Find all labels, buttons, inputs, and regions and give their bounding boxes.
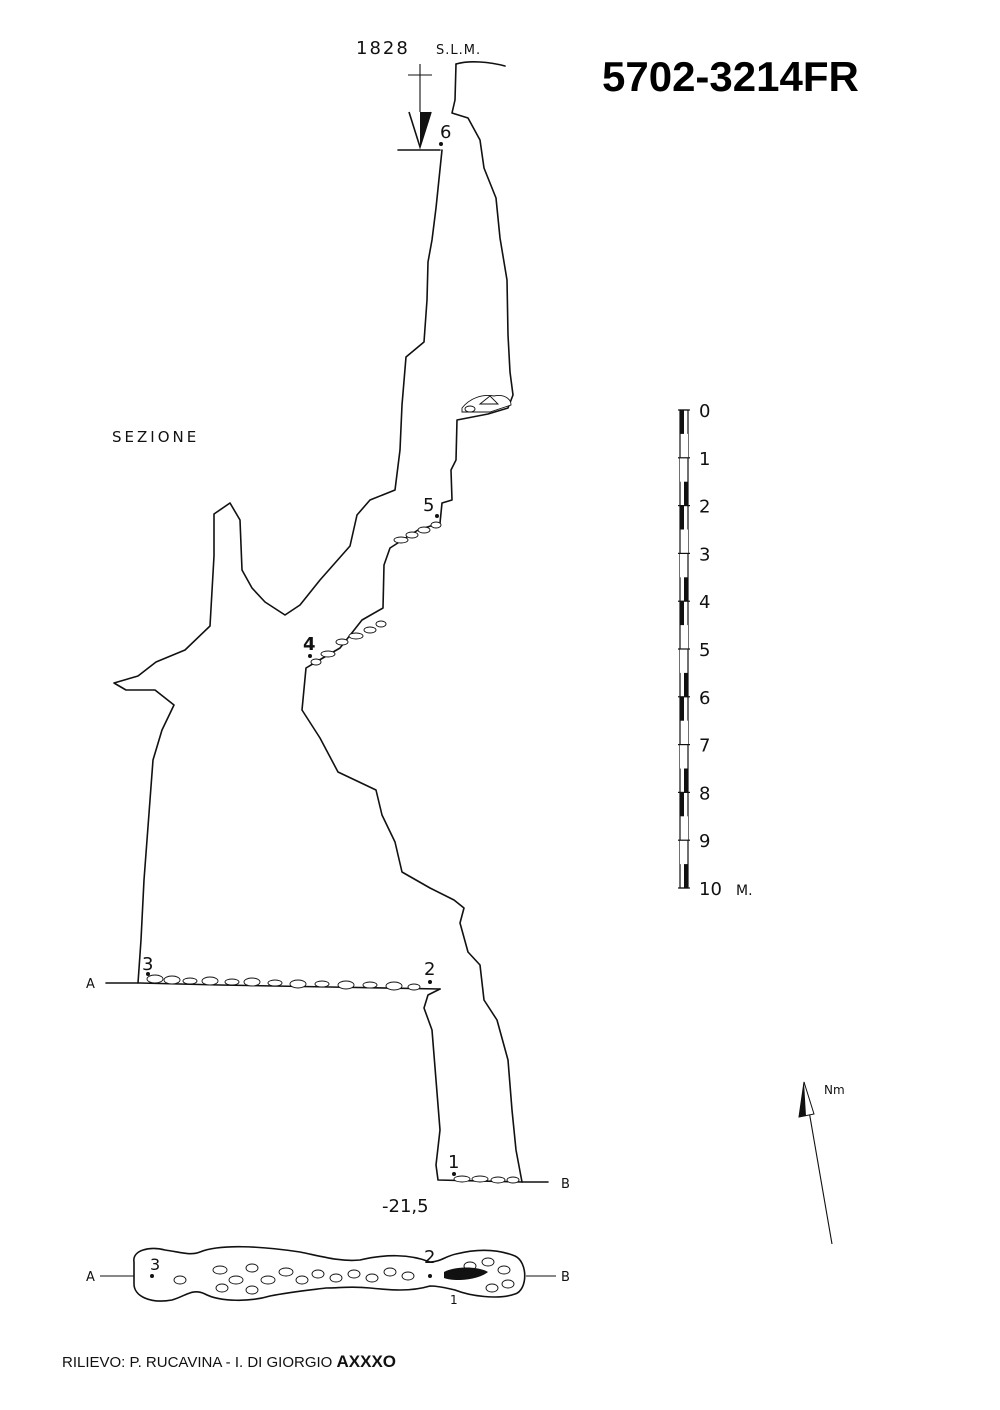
scale-unit: M. [736,883,753,899]
scale-tick-label: 1 [699,449,710,470]
scale-tick-label: 4 [699,592,710,613]
section-stations: 6 5 4 3 2 1 [142,122,459,1176]
scale-segment [680,696,684,721]
rubble-deposits [146,395,520,1184]
plan-stations: 3 2 1 [150,1247,458,1307]
survey-credit: RILIEVO: P. RUCAVINA - I. DI GIORGIO AXX… [62,1352,396,1371]
scale-tick-label: 10 [699,879,722,900]
survey-credit-names: RILIEVO: P. RUCAVINA - I. DI GIORGIO [62,1354,332,1371]
scale-tick-label: 7 [699,736,710,757]
scale-segment [684,529,688,554]
scale-segment [684,625,688,649]
scale-segment [684,816,688,841]
entrance-arrow [408,64,432,150]
survey-code-title: 5702-3214FR [602,53,859,100]
scale-tick-label: 5 [699,640,710,661]
scale-segment [680,649,684,673]
plan-end-b: B [561,1270,570,1285]
station-6-label: 6 [440,122,451,143]
plan-end-a: A [86,1270,95,1285]
plan-station-2-label: 2 [424,1247,435,1268]
scale-segment [684,481,688,506]
scale-segment [680,410,684,434]
station-2-label: 2 [424,959,435,980]
survey-credit-group: AXXXO [337,1352,397,1371]
scale-tick-label: 9 [699,831,710,852]
scale-segment [680,840,684,865]
scale-bar: 0 1 2 3 4 5 6 7 8 9 10 M. [678,401,753,900]
section-label: SEZIONE [112,428,199,446]
station-5-label: 5 [423,495,434,516]
scale-tick-label: 8 [699,783,710,804]
plan-station-1-label: 1 [450,1293,458,1307]
station-4-label: 4 [303,634,316,655]
scale-tick-label: 6 [699,688,710,709]
station-1-label: 1 [448,1152,459,1173]
north-label: Nm [824,1083,845,1097]
scale-segment [684,433,688,458]
section-end-b: B [561,1177,570,1192]
section-end-a: A [86,977,95,992]
elevation-value: 1828 [356,38,410,59]
scale-segment [684,672,688,697]
scale-segment [684,864,688,888]
station-3-label: 3 [142,954,153,975]
scale-segment [684,577,688,602]
scale-segment [680,457,684,482]
scale-segment [680,505,684,530]
north-arrow: Nm [798,1081,845,1245]
scale-segment [680,601,684,626]
cave-section-profile [105,61,549,1183]
depth-label: -21,5 [382,1196,429,1217]
scale-segment [680,792,684,817]
plan-station-3-label: 3 [150,1255,160,1274]
cave-plan-view [100,1245,556,1302]
scale-tick-label: 2 [699,497,710,518]
scale-tick-label: 0 [699,401,710,422]
elevation-unit: S.L.M. [436,43,481,58]
scale-tick-label: 3 [699,544,710,565]
scale-segment [680,553,684,578]
scale-segment [684,768,688,793]
scale-segment [680,744,684,769]
scale-segment [684,720,688,745]
